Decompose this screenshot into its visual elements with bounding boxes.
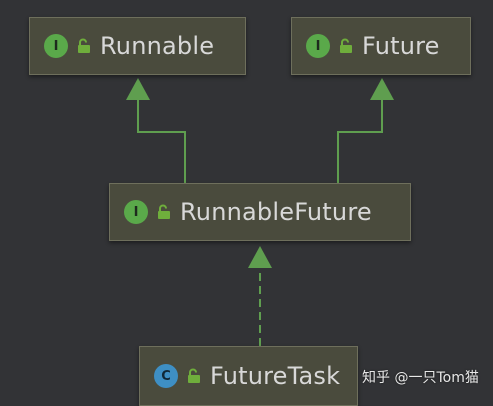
- interface-icon: I: [124, 200, 148, 224]
- node-label: Runnable: [100, 32, 215, 60]
- interface-icon: I: [306, 34, 330, 58]
- unlock-icon: [77, 38, 91, 54]
- unlock-icon: [187, 368, 201, 384]
- node-future[interactable]: I Future: [291, 17, 471, 75]
- class-icon: C: [154, 364, 178, 388]
- watermark: 知乎 @一只Tom猫: [362, 370, 479, 386]
- edge-runnablefuture-to-runnable: [137, 98, 186, 183]
- node-runnablefuture[interactable]: I RunnableFuture: [109, 183, 411, 241]
- edge-runnablefuture-to-future: [337, 98, 383, 183]
- node-label: Future: [362, 32, 440, 60]
- node-runnable[interactable]: I Runnable: [29, 17, 246, 75]
- arrowhead-runnable: [126, 78, 150, 100]
- interface-icon: I: [44, 34, 68, 58]
- node-label: FutureTask: [210, 362, 341, 390]
- arrowhead-future: [370, 78, 394, 100]
- node-futuretask[interactable]: C FutureTask: [139, 346, 358, 406]
- unlock-icon: [157, 204, 171, 220]
- unlock-icon: [339, 38, 353, 54]
- node-label: RunnableFuture: [180, 198, 372, 226]
- arrowhead-runnablefuture: [248, 246, 272, 268]
